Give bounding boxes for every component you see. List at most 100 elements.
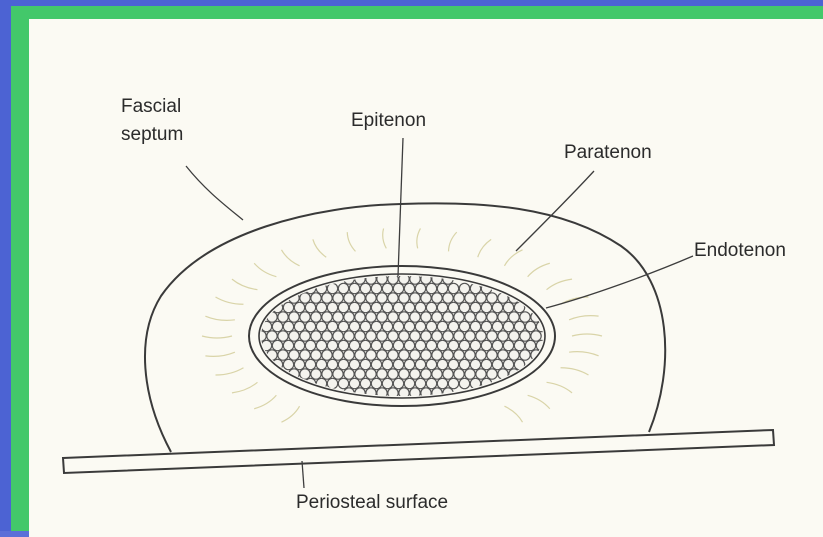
fiber-bundle — [410, 312, 420, 322]
fiber-bundle — [327, 321, 337, 331]
fiber-bundle — [432, 331, 442, 341]
epitenon-leader — [398, 138, 403, 276]
fiber-bundle — [465, 312, 475, 322]
fiber-bundle — [432, 312, 442, 322]
fiber-bundle — [349, 340, 359, 350]
fiber-bundle — [454, 312, 464, 322]
fiber-bundle — [393, 321, 403, 331]
fiber-bundle — [382, 283, 392, 293]
fiber-bundle — [404, 283, 414, 293]
fiber-bundle — [283, 302, 293, 312]
paratenon-strand — [569, 316, 598, 320]
fiber-bundle — [316, 302, 326, 312]
fiber-bundle — [316, 340, 326, 350]
fiber-bundle — [272, 340, 282, 350]
fiber-bundle — [360, 378, 370, 388]
paratenon-strand — [232, 382, 258, 393]
fiber-bundle — [322, 369, 332, 379]
fiber-bundle — [322, 293, 332, 303]
fiber-bundle — [465, 350, 475, 360]
fiber-bundle — [432, 293, 442, 303]
fiber-bundle — [426, 340, 436, 350]
fiber-bundle — [470, 302, 480, 312]
tendon-diagram: Fascial septum Epitenon Paratenon Endote… — [29, 19, 823, 537]
fiber-bundle — [476, 293, 486, 303]
fiber-bundle — [443, 293, 453, 303]
fiber-bundle — [404, 359, 414, 369]
fiber-bundle — [454, 293, 464, 303]
fiber-bundle — [300, 312, 310, 322]
fiber-bundle — [371, 321, 381, 331]
fiber-bundle — [492, 340, 502, 350]
fiber-bundle — [426, 321, 436, 331]
fiber-bundle — [437, 283, 447, 293]
fiber-bundle — [272, 321, 282, 331]
fiber-bundle — [338, 340, 348, 350]
fiber-bundle — [311, 350, 321, 360]
periosteal-surface-leader — [302, 461, 304, 488]
fiber-bundle — [344, 350, 354, 360]
fiber-bundle — [404, 340, 414, 350]
fiber-bundle — [393, 340, 403, 350]
fiber-bundle — [278, 350, 288, 360]
fiber-bundle — [377, 331, 387, 341]
fiber-bundle — [498, 350, 508, 360]
fiber-bundle — [509, 350, 519, 360]
fiber-bundle — [443, 331, 453, 341]
paratenon-strand — [254, 395, 276, 408]
fiber-bundle — [404, 302, 414, 312]
fiber-bundle — [366, 293, 376, 303]
fiber-bundle — [393, 302, 403, 312]
fiber-bundle — [514, 340, 524, 350]
fiber-bundle — [498, 331, 508, 341]
fiber-bundle — [437, 321, 447, 331]
fiber-bundle — [360, 321, 370, 331]
fiber-bundle — [415, 378, 425, 388]
fiber-bundle — [415, 359, 425, 369]
fiber-bundle — [382, 302, 392, 312]
paratenon-strand — [547, 382, 573, 393]
fiber-bundle — [410, 293, 420, 303]
fiber-bundle — [481, 302, 491, 312]
paratenon-strand — [254, 263, 276, 276]
fiber-bundle — [382, 321, 392, 331]
fiber-bundle — [492, 359, 502, 369]
fiber-bundle — [289, 350, 299, 360]
fiber-bundle — [404, 321, 414, 331]
fiber-bundle — [437, 340, 447, 350]
fiber-bundle — [305, 302, 315, 312]
paratenon-strand — [216, 368, 244, 375]
fiber-bundle — [355, 331, 365, 341]
paratenon-strand — [347, 232, 355, 251]
fiber-bundle — [349, 378, 359, 388]
fiber-bundle — [377, 369, 387, 379]
fiber-bundle — [421, 369, 431, 379]
fiber-bundle — [487, 350, 497, 360]
paratenon-strand — [449, 232, 457, 251]
fiber-bundle — [338, 302, 348, 312]
fiber-bundle — [448, 340, 458, 350]
fiber-bundle — [267, 331, 277, 341]
fiber-bundle — [410, 350, 420, 360]
periosteal-surface-label: Periosteal surface — [296, 492, 448, 513]
fiber-bundle — [305, 340, 315, 350]
fiber-bundle — [377, 312, 387, 322]
fiber-bundle — [503, 321, 513, 331]
fiber-bundle — [470, 340, 480, 350]
fiber-bundle — [349, 321, 359, 331]
paratenon-strand — [205, 316, 234, 320]
paratenon-strand — [205, 352, 234, 356]
fiber-bundle — [514, 321, 524, 331]
fiber-bundle — [437, 302, 447, 312]
fiber-bundle — [399, 350, 409, 360]
fiber-bundle — [415, 302, 425, 312]
fiber-bundle — [520, 331, 530, 341]
fiber-bundle — [410, 331, 420, 341]
fiber-bundle — [492, 302, 502, 312]
paratenon-strand — [528, 263, 550, 276]
fiber-bundle — [399, 293, 409, 303]
fiber-bundle — [300, 331, 310, 341]
fiber-bundle — [360, 359, 370, 369]
fiber-bundle — [333, 312, 343, 322]
fiber-bundle — [448, 378, 458, 388]
